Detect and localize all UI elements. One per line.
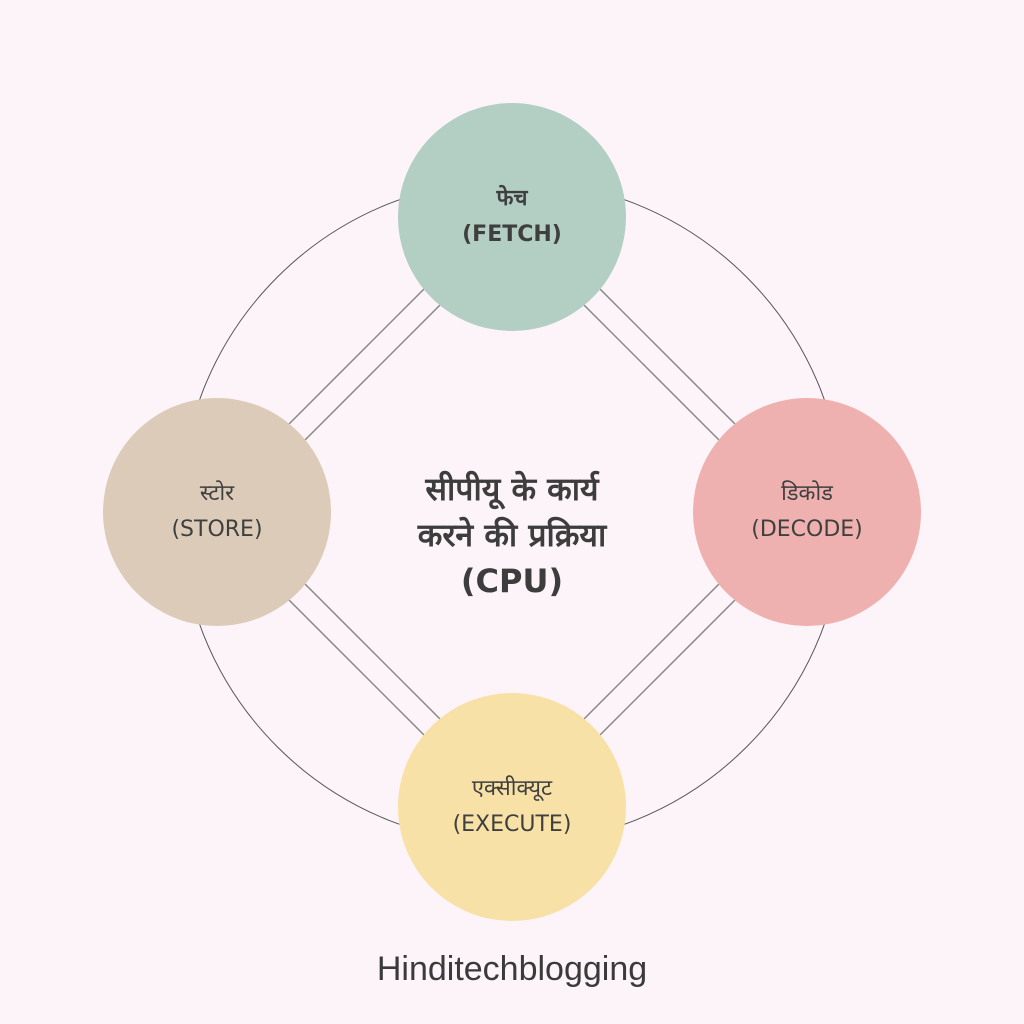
title-line-1: सीपीयू के कार्य [425, 470, 599, 508]
execute-english: (EXECUTE) [452, 812, 572, 837]
footer-brand: Hinditechblogging [376, 950, 648, 988]
diagram-title: सीपीयू के कार्य करने की प्रक्रिया (CPU) [362, 466, 662, 604]
fetch-node: फेच (FETCH) [398, 103, 626, 331]
title-line-3: (CPU) [460, 562, 564, 600]
execute-node: एक्सीक्यूट (EXECUTE) [398, 693, 626, 921]
store-node: स्टोर (STORE) [103, 398, 331, 626]
fetch-english: (FETCH) [462, 222, 562, 247]
fetch-hindi: फेच [496, 186, 528, 211]
decode-english: (DECODE) [751, 517, 863, 542]
decode-node: डिकोड (DECODE) [693, 398, 921, 626]
store-hindi: स्टोर [199, 481, 235, 506]
decode-hindi: डिकोड [781, 481, 833, 506]
execute-hindi: एक्सीक्यूट [471, 776, 553, 801]
title-line-2: करने की प्रक्रिया [417, 516, 607, 554]
store-english: (STORE) [171, 517, 263, 542]
